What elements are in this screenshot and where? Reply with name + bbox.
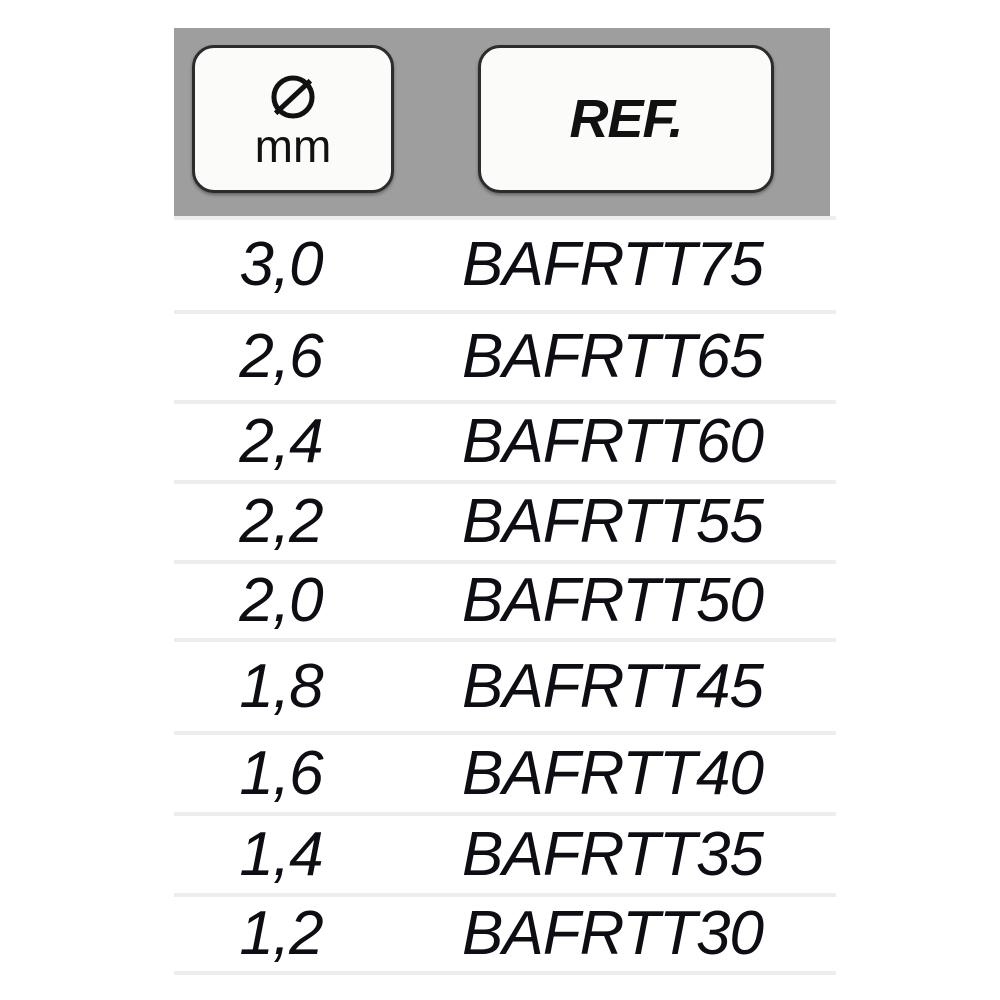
diameter-icon <box>271 75 315 119</box>
cell-diameter: 2,6 <box>239 322 323 391</box>
table-row: 1,4 BAFRTT35 <box>174 812 836 893</box>
cell-diameter: 2,4 <box>239 407 323 476</box>
header-diameter-unit-label: mm <box>254 120 332 172</box>
cell-reference: BAFRTT60 <box>462 407 764 476</box>
cell-diameter: 2,0 <box>239 566 323 635</box>
cell-diameter: 1,2 <box>239 899 323 968</box>
cell-reference: BAFRTT65 <box>462 322 764 391</box>
table-row: 1,8 BAFRTT45 <box>174 638 836 731</box>
table-row: 2,2 BAFRTT55 <box>174 480 836 560</box>
cell-reference: BAFRTT40 <box>462 738 764 808</box>
table-row: 2,0 BAFRTT50 <box>174 560 836 638</box>
cell-reference: BAFRTT50 <box>462 566 764 635</box>
table-row: 3,0 BAFRTT75 <box>174 216 836 310</box>
cell-reference: BAFRTT75 <box>462 230 764 299</box>
header-reference-label: REF. <box>569 89 683 149</box>
cell-diameter: 2,2 <box>239 487 323 556</box>
cell-reference: BAFRTT30 <box>462 899 764 968</box>
cell-diameter: 1,8 <box>239 651 323 721</box>
table-row: 2,6 BAFRTT65 <box>174 310 836 400</box>
table-row: 2,4 BAFRTT60 <box>174 400 836 480</box>
header-cell-reference: REF. <box>478 45 774 193</box>
cell-diameter: 3,0 <box>239 230 323 299</box>
table-header-band: mm REF. <box>174 28 830 216</box>
cell-reference: BAFRTT45 <box>462 651 764 721</box>
cell-reference: BAFRTT35 <box>462 819 764 889</box>
cell-diameter: 1,4 <box>239 819 323 889</box>
table-row: 1,2 BAFRTT30 <box>174 893 836 975</box>
header-cell-diameter: mm <box>192 45 394 193</box>
cell-reference: BAFRTT55 <box>462 487 764 556</box>
cell-diameter: 1,6 <box>239 738 323 808</box>
table-row: 1,6 BAFRTT40 <box>174 731 836 812</box>
